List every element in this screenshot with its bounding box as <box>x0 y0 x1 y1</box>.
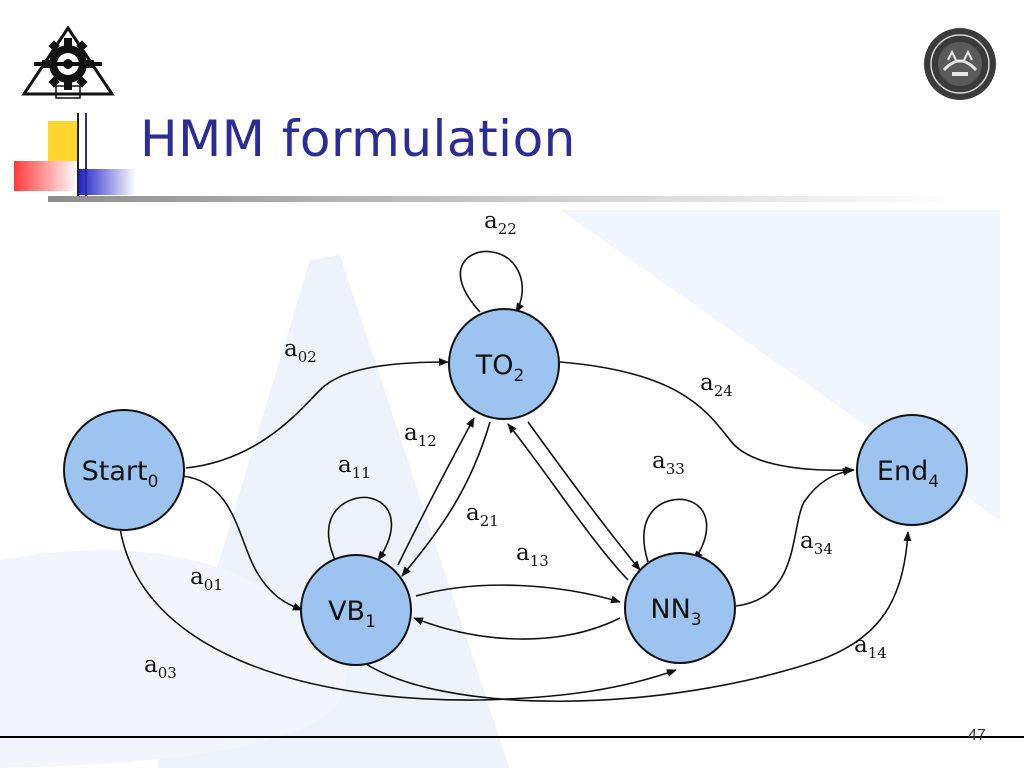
edge-a11 <box>327 496 393 563</box>
edge-nn-vb <box>413 617 621 640</box>
node-end-circle <box>856 414 968 526</box>
edge-a24 <box>559 361 855 475</box>
node-start-circle <box>63 409 185 531</box>
node-vb: VB1 <box>300 554 412 666</box>
edge-label-a03: a03 <box>144 652 177 682</box>
page-title: HMM formulation <box>140 110 576 168</box>
node-to: TO2 <box>448 308 560 420</box>
edge-label-a02: a02 <box>284 336 317 366</box>
node-end: End4 <box>856 414 968 526</box>
edge-label-a01: a01 <box>190 564 223 594</box>
university-seal-logo <box>924 28 996 100</box>
edge-a13 <box>415 584 621 604</box>
node-nn-circle <box>624 552 736 664</box>
edge-a14 <box>359 531 912 703</box>
title-divider <box>48 196 960 202</box>
edge-label-a34: a34 <box>800 528 833 558</box>
edge-label-a21: a21 <box>466 500 499 530</box>
edge-label-a24: a24 <box>700 370 733 400</box>
node-start: Start0 <box>63 409 185 531</box>
edge-to-nn <box>527 421 641 571</box>
edge-a22 <box>459 250 524 313</box>
node-end-label: End4 <box>877 456 939 492</box>
edge-a03 <box>119 527 677 701</box>
gear-emblem-logo <box>21 26 115 99</box>
edge-label-a14: a14 <box>854 632 887 662</box>
footer-divider <box>0 736 1024 738</box>
edge-label-a33: a33 <box>652 448 685 478</box>
node-to-circle <box>448 308 560 420</box>
page-number: 47 <box>968 727 986 744</box>
title-ornament <box>14 113 136 201</box>
edge-label-a22: a22 <box>484 208 517 238</box>
edge-label-a13: a13 <box>516 540 549 570</box>
edge-nn-to <box>507 423 629 581</box>
edge-a21 <box>401 421 491 577</box>
edge-a33 <box>643 498 708 563</box>
edge-a02 <box>185 358 449 469</box>
node-nn: NN3 <box>624 552 736 664</box>
edge-label-a11: a11 <box>338 452 371 482</box>
edge-a12 <box>397 417 475 566</box>
edge-a34 <box>735 467 853 607</box>
edge-label-a12: a12 <box>404 420 437 450</box>
edge-a01 <box>181 475 303 611</box>
node-start-label: Start0 <box>82 456 159 492</box>
node-vb-circle <box>300 554 412 666</box>
